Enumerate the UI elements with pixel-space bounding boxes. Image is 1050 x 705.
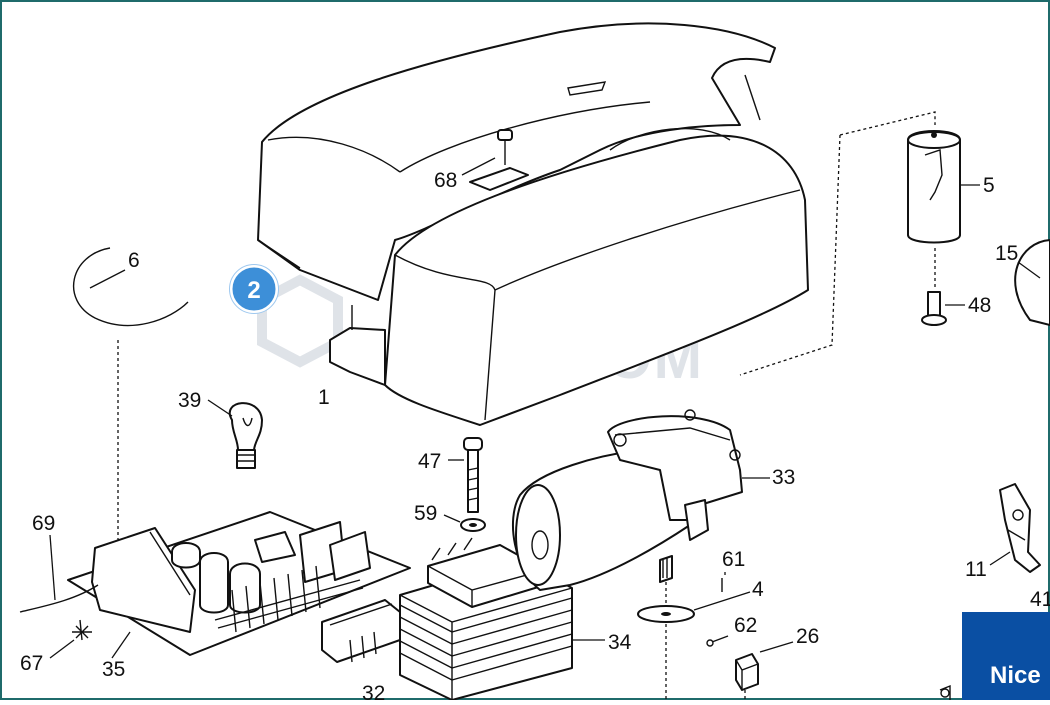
part-bolt-47	[448, 437, 483, 513]
callout-26: 26	[796, 625, 819, 648]
part-wire-6	[72, 247, 189, 545]
part-pin-61	[721, 572, 726, 592]
brand-logo-text: Nice	[990, 662, 1041, 689]
callout-59: 59	[414, 502, 437, 525]
part-fastener-67	[49, 619, 92, 659]
callout-33: 33	[772, 466, 795, 489]
part-motor-33	[512, 409, 770, 591]
callout-1: 1	[318, 386, 330, 409]
part-bracket-11	[989, 483, 1041, 573]
part-key-26	[735, 641, 794, 700]
callout-11: 11	[965, 558, 987, 581]
part-transformer-34	[399, 537, 605, 701]
assembly-line-b	[739, 134, 841, 376]
assembly-line-a	[839, 111, 936, 136]
callout-34: 34	[608, 631, 632, 654]
part-shaft	[659, 555, 673, 700]
part-screw-48	[921, 291, 965, 326]
callout-62: 62	[734, 614, 757, 637]
part-misc-right	[939, 684, 951, 700]
part-housing-body	[329, 127, 809, 426]
callout-15: 15	[995, 242, 1018, 265]
part-bulb-39	[207, 399, 263, 469]
callout-48: 48	[968, 294, 991, 317]
step-badge-number: 2	[247, 277, 260, 304]
callout-69: 69	[32, 512, 55, 535]
part-holder-5	[907, 130, 980, 244]
callout-32: 32	[362, 682, 385, 700]
callout-67: 67	[20, 652, 43, 675]
step-badge: 2	[229, 264, 279, 314]
callout-39: 39	[178, 389, 201, 412]
part-pin-62	[706, 635, 729, 647]
part-cover-lid	[257, 22, 776, 301]
callout-4: 4	[752, 578, 764, 601]
callout-labels: 68 5 15 48 6 1 39 47 59 33 69 61 4 34 62…	[20, 169, 1050, 705]
callout-35: 35	[102, 658, 125, 681]
part-board-35	[67, 511, 411, 659]
callout-5: 5	[983, 174, 995, 197]
brand-logo: Nice	[962, 612, 1050, 700]
part-washer-59	[443, 514, 486, 532]
callout-61: 61	[722, 548, 745, 571]
callout-6: 6	[128, 249, 140, 272]
part-wire-69	[19, 534, 99, 613]
part-15	[1014, 239, 1050, 326]
callout-68: 68	[434, 169, 457, 192]
callout-47: 47	[418, 450, 441, 473]
part-screw-68	[461, 129, 529, 191]
part-disc-4	[637, 591, 751, 623]
callout-41: 41	[1030, 588, 1050, 611]
